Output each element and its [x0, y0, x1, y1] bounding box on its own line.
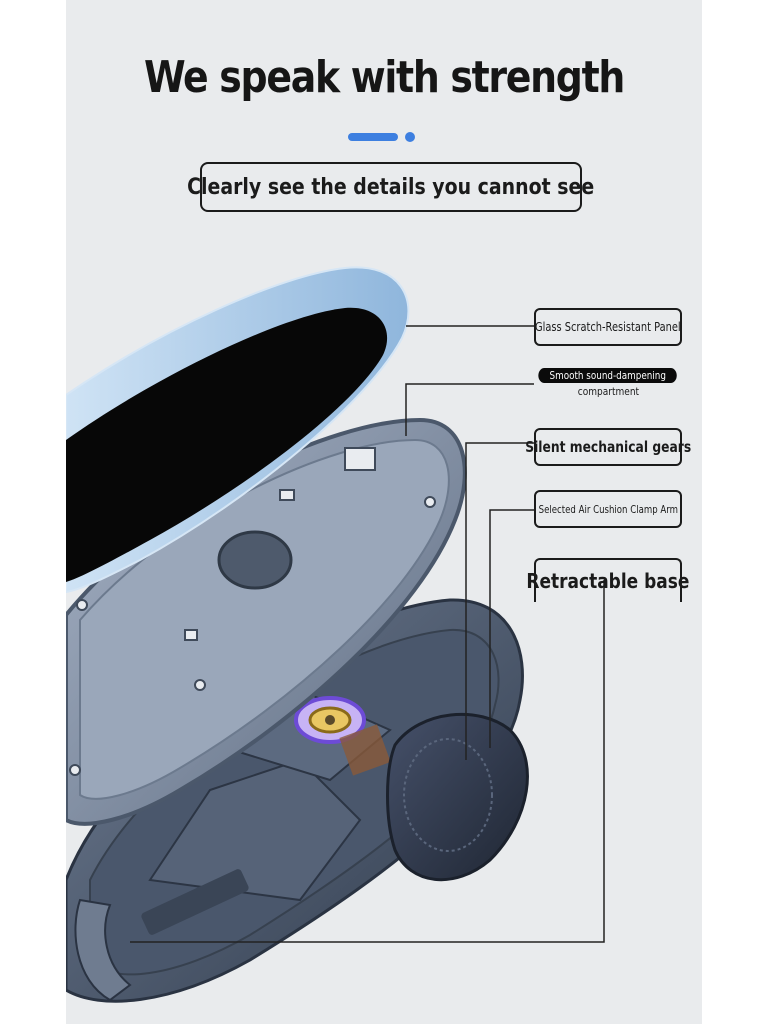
- slide-indicator: [348, 132, 418, 142]
- gear-illustration: [294, 696, 391, 776]
- leader-lines: [130, 325, 605, 943]
- callout-sound-compartment: Smooth sound-dampening compartment: [534, 366, 682, 400]
- indicator-active-bar: [348, 133, 398, 141]
- indicator-dot: [405, 132, 415, 142]
- middle-tray: [66, 417, 467, 826]
- callout-clamp-arm: Selected Air Cushion Clamp Arm: [534, 490, 682, 528]
- subtitle: Clearly see the details you cannot see: [187, 174, 595, 200]
- callout-retractable-base: Retractable base: [526, 558, 690, 602]
- callout-glass-panel: Glass Scratch-Resistant Panel: [534, 308, 682, 346]
- callout-gears: Silent mechanical gears: [525, 428, 691, 466]
- subtitle-frame: Clearly see the details you cannot see: [187, 162, 595, 212]
- callout-clamp-arm-label: Selected Air Cushion Clamp Arm: [538, 502, 678, 516]
- callout-retractable-base-label: Retractable base: [526, 569, 690, 593]
- glass-panel: [66, 266, 410, 594]
- clamp-arm-knob: [386, 712, 529, 882]
- callout-glass-panel-label: Glass Scratch-Resistant Panel: [535, 320, 681, 334]
- base-housing: [66, 598, 524, 1003]
- page-title: We speak with strength: [143, 52, 625, 103]
- callout-sound-compartment-label-1: Smooth sound-dampening: [538, 368, 678, 383]
- callout-gears-label: Silent mechanical gears: [525, 438, 691, 456]
- callout-sound-compartment-label-2: compartment: [577, 385, 639, 398]
